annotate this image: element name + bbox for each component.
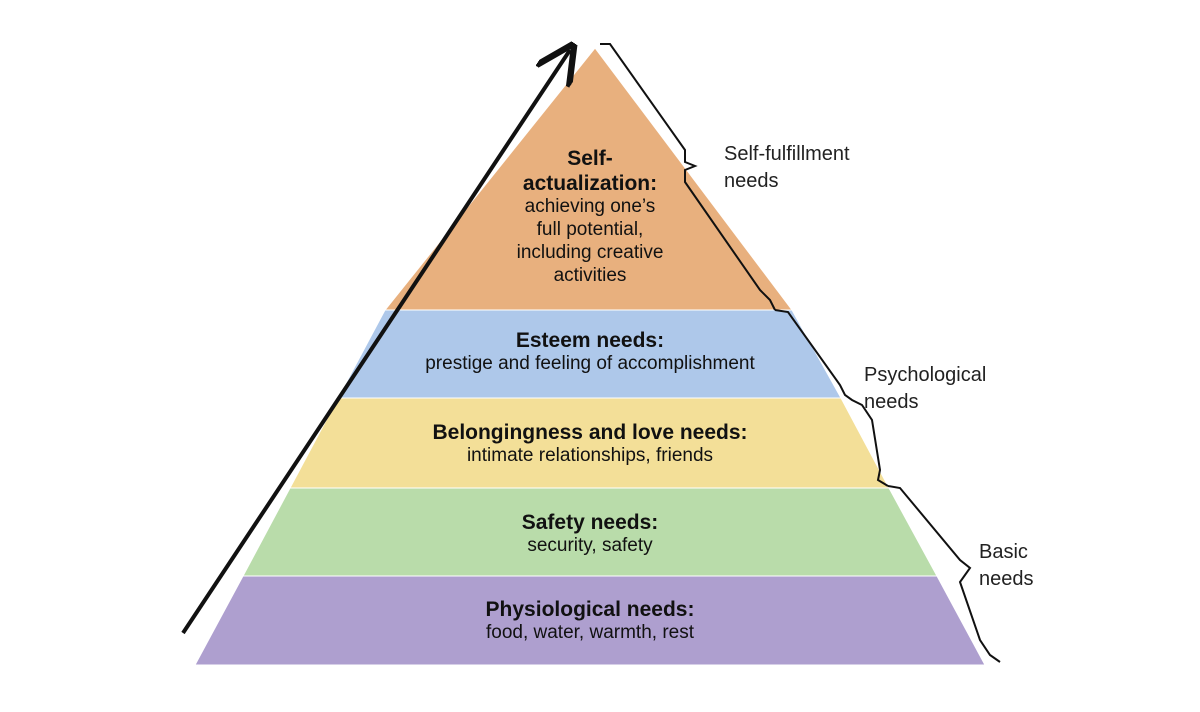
- basic-line1: Basic: [979, 541, 1028, 563]
- psychological-line1: Psychological: [864, 364, 987, 386]
- basic-group-label: Basic needs: [979, 539, 1034, 593]
- esteem-label: Esteem needs: prestige and feeling of ac…: [380, 328, 800, 376]
- basic-line2: needs: [979, 568, 1034, 590]
- esteem-title: Esteem needs:: [515, 329, 665, 352]
- psychological-line2: needs: [864, 391, 919, 413]
- psychological-group-label: Psychological needs: [864, 362, 986, 416]
- self-actualization-title-line1: Self-: [567, 147, 613, 170]
- self-actualization-desc-line3: including creative: [516, 241, 664, 263]
- safety-title: Safety needs:: [521, 511, 659, 534]
- esteem-desc: prestige and feeling of accomplishment: [425, 353, 755, 375]
- self-actualization-label: Self- actualization: achieving one’s ful…: [470, 146, 710, 288]
- bracket-basic: [887, 485, 1001, 663]
- belonging-label: Belongingness and love needs: intimate r…: [360, 420, 820, 468]
- physiological-desc: food, water, warmth, rest: [485, 622, 695, 644]
- self-actualization-title-line2: actualization:: [522, 172, 658, 196]
- self-actualization-desc-line4: activities: [553, 264, 627, 286]
- safety-desc: security, safety: [527, 535, 653, 557]
- self-actualization-desc-line1: achieving one’s: [524, 196, 656, 218]
- self-actualization-desc-line2: full potential,: [536, 219, 644, 241]
- bracket-psychological: [774, 309, 889, 487]
- belonging-title: Belongingness and love needs:: [432, 421, 748, 444]
- self-fulfillment-group-label: Self-fulfillment needs: [724, 141, 850, 195]
- bracket-self-fulfillment: [600, 43, 776, 311]
- tier-self-actualization: [383, 47, 794, 311]
- physiological-label: Physiological needs: food, water, warmth…: [420, 597, 760, 645]
- ascending-arrow: [181, 50, 570, 635]
- physiological-title: Physiological needs:: [485, 598, 695, 621]
- self-fulfillment-line1: Self-fulfillment: [724, 143, 850, 165]
- belonging-desc: intimate relationships, friends: [466, 445, 714, 467]
- self-fulfillment-line2: needs: [724, 170, 779, 192]
- safety-label: Safety needs: security, safety: [440, 510, 740, 558]
